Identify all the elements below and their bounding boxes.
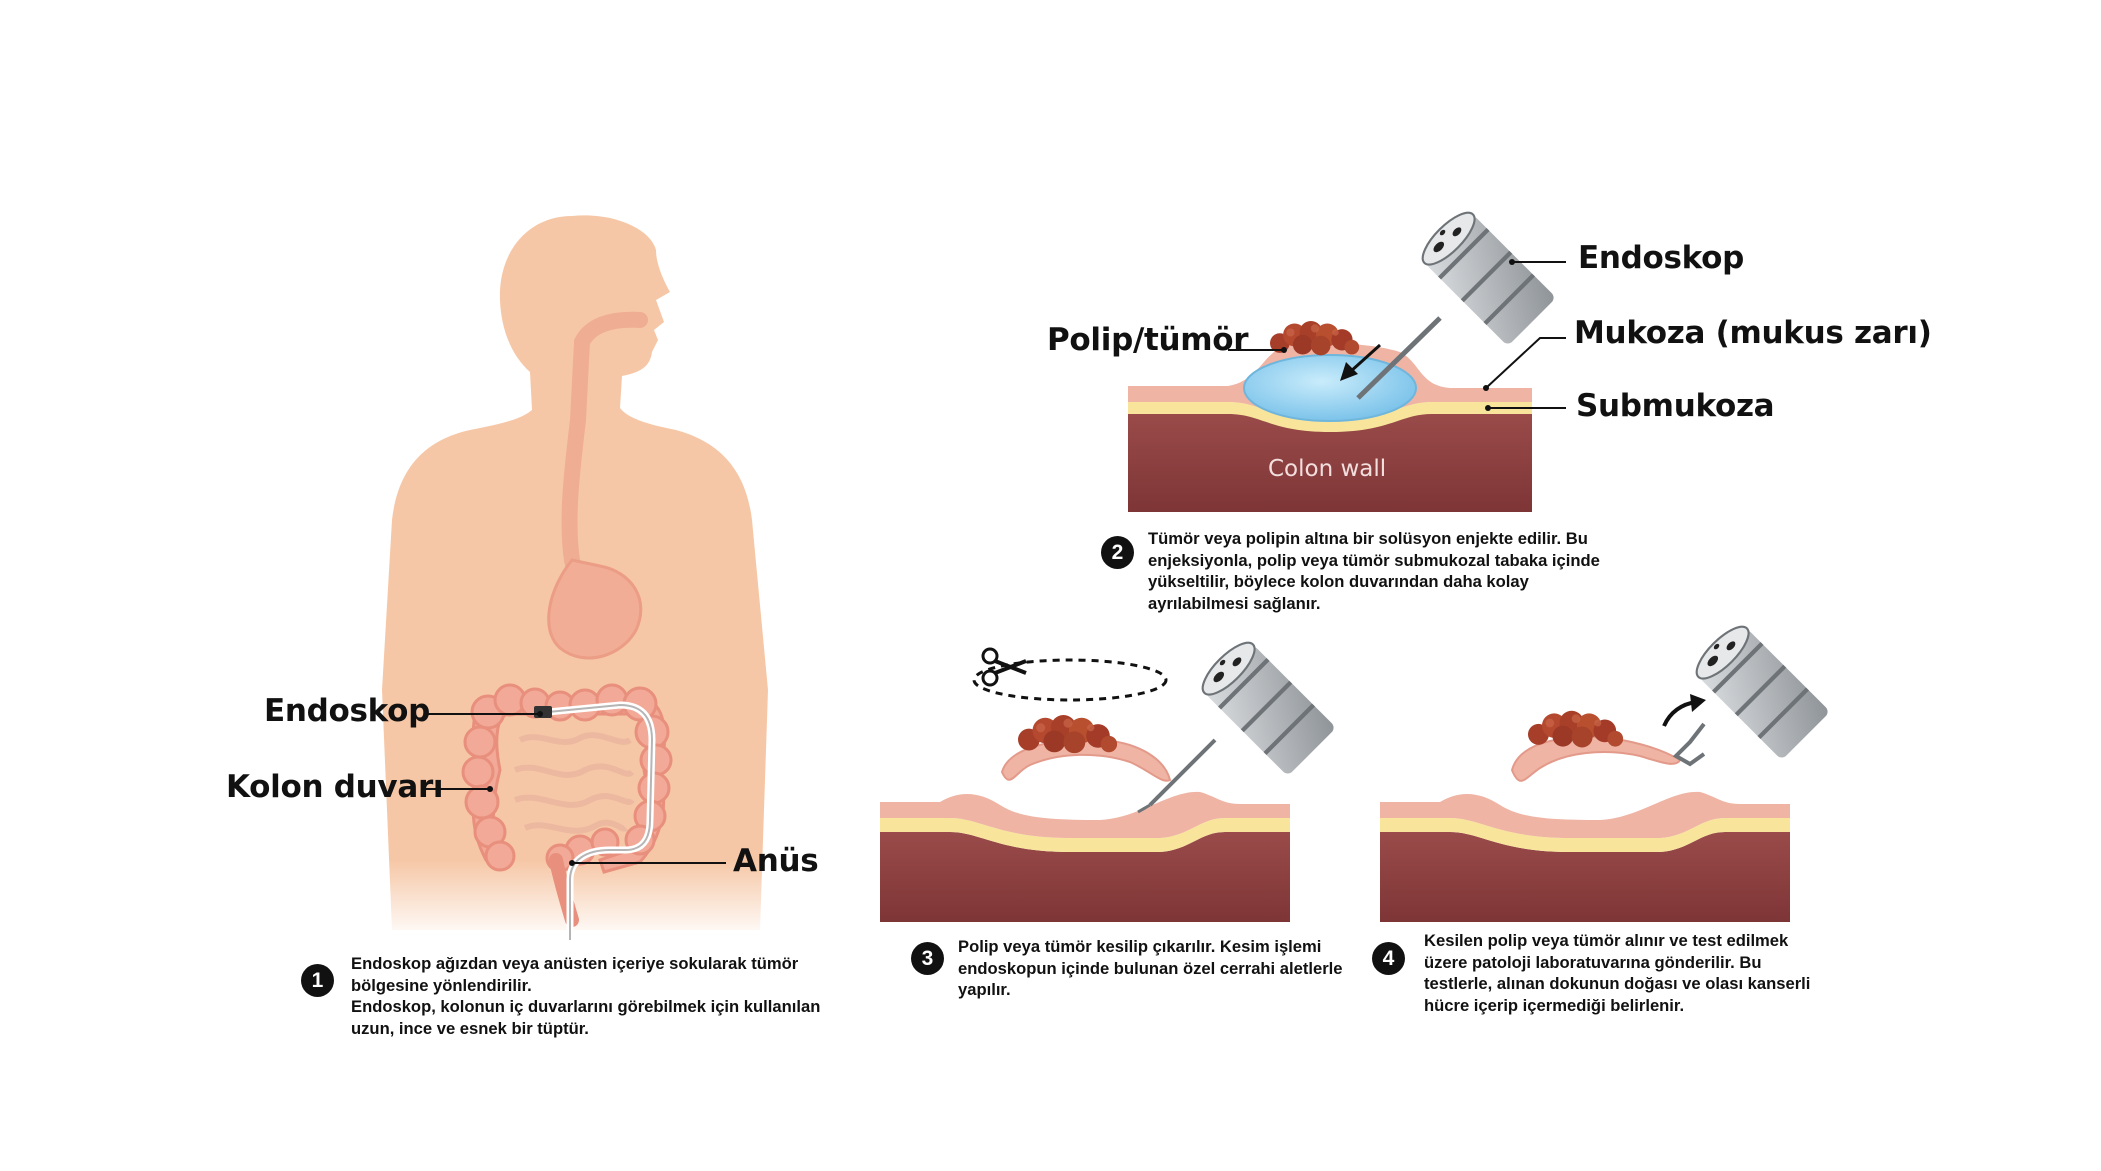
- label-mukoza: Mukoza (mukus zarı): [1574, 315, 1932, 351]
- submucosa-layer-3: [880, 818, 1290, 852]
- colon-wall-layer-4: [1380, 832, 1790, 922]
- colon-wall-layer-3: [880, 832, 1290, 922]
- step-badge-3: 3: [911, 942, 944, 975]
- endoscope-icon: [1414, 204, 1558, 348]
- scissors-icon: [981, 647, 1027, 687]
- panel4-removal-diagram: [1380, 618, 1832, 922]
- label-polip-tumor: Polip/tümör: [1047, 322, 1249, 358]
- stomach: [547, 558, 643, 660]
- cut-path-dashed: [972, 658, 1168, 702]
- panel3-cutting-diagram: [880, 634, 1338, 922]
- colon-wall-layer: [1128, 412, 1532, 512]
- submucosa-layer: [1128, 402, 1532, 432]
- endoscope-icon-3: [1194, 634, 1338, 778]
- endoscope-icon-4: [1688, 618, 1832, 762]
- label-endoskop-body: Endoskop: [264, 693, 431, 729]
- step-badge-1: 1: [301, 964, 334, 997]
- label-colon-wall: Colon wall: [1268, 456, 1387, 482]
- step-badge-2: 2: [1101, 536, 1134, 569]
- injection-needle: [1356, 316, 1442, 400]
- mucosa-layer-3: [880, 791, 1290, 838]
- step-badge-4: 4: [1372, 942, 1405, 975]
- submucosa-layer-4: [1380, 818, 1790, 852]
- label-endoskop-panel2: Endoskop: [1578, 240, 1745, 276]
- label-anus: Anüs: [733, 843, 819, 879]
- endoscope-tip: [534, 706, 552, 718]
- panel1-body-figure: [382, 215, 768, 940]
- step2-description: Tümör veya polipin altına bir solüsyon e…: [1148, 529, 1600, 613]
- label-kolon-duvari: Kolon duvarı: [226, 769, 444, 805]
- grasper-forceps: [1672, 722, 1706, 767]
- step4-description: Kesilen polip veya tümör alınır ve test …: [1424, 931, 1811, 1015]
- step1-description: Endoskop ağızdan veya anüsten içeriye so…: [351, 954, 821, 1038]
- polyp-tumor-3: [1018, 715, 1118, 754]
- label-submukoza: Submukoza: [1576, 388, 1775, 424]
- step3-description: Polip veya tümör kesilip çıkarılır. Kesi…: [958, 937, 1343, 999]
- polyp-tumor-4: [1528, 710, 1624, 748]
- arrow-icon-4: [1662, 694, 1706, 727]
- mucosa-layer-4: [1380, 791, 1790, 838]
- arrow-icon: [1340, 343, 1382, 381]
- injection-solution: [1243, 354, 1417, 422]
- panel2-injection-diagram: [1128, 204, 1566, 512]
